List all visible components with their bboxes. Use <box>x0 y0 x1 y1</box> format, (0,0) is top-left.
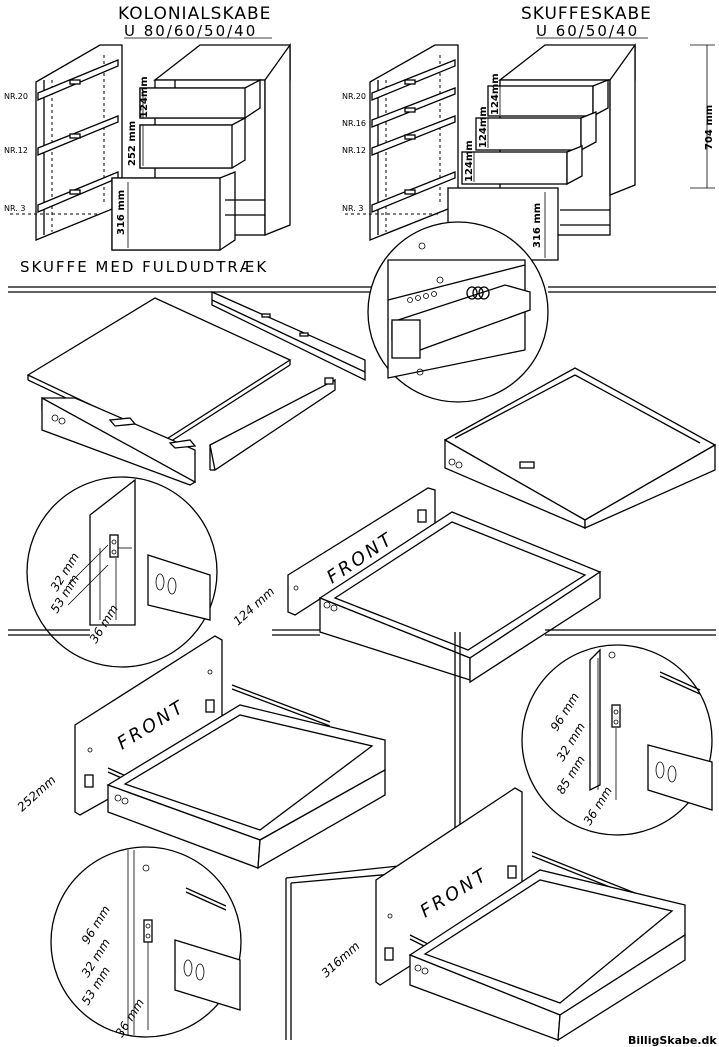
left-nr-20: NR.20 <box>4 92 28 101</box>
drawer-back-panel <box>41 396 197 486</box>
rail-detail-circle <box>367 221 549 403</box>
drawer-316 <box>375 787 686 1042</box>
detail-circle-2 <box>521 644 713 836</box>
right-nr-20: NR.20 <box>342 92 366 101</box>
left-dim-316: 316 mm <box>116 190 127 235</box>
right-dim-124-a: 124mm <box>490 73 501 115</box>
right-subtitle: U 60/50/40 <box>536 22 639 40</box>
left-dim-252: 252 mm <box>127 121 138 166</box>
right-dim-124-c: 124mm <box>464 140 475 182</box>
right-nr-16: NR.16 <box>342 119 366 128</box>
right-nr-12: NR.12 <box>342 146 366 155</box>
left-dim-124: 124mm <box>139 76 150 118</box>
drawer-side-rail-right <box>209 377 336 472</box>
drawer-height-252: 252mm <box>15 773 59 814</box>
left-title: KOLONIALSKABE <box>118 4 271 24</box>
right-nr-3: NR. 3 <box>342 204 363 213</box>
right-cabinet-side-view <box>345 44 459 241</box>
right-dim-316: 316 mm <box>532 203 543 248</box>
assembled-drawer-top <box>443 367 717 530</box>
drawer-height-124: 124 mm <box>231 584 278 628</box>
left-subtitle: U 80/60/50/40 <box>124 22 257 40</box>
drawer-height-316: 316mm <box>319 939 363 980</box>
detail-circle-1 <box>26 476 218 668</box>
drawer-124 <box>287 487 602 684</box>
drawer-252 <box>74 635 386 870</box>
watermark: BilligSkabe.dk <box>628 1034 717 1047</box>
left-nr-3: NR. 3 <box>4 204 25 213</box>
drawer-side-rail-left <box>211 290 366 382</box>
detail-circle-3 <box>50 846 242 1038</box>
right-height-704: 704 mm <box>704 105 715 150</box>
section-header: SKUFFE MED FULDUDTRÆK <box>20 258 268 276</box>
right-title: SKUFFESKABE <box>521 4 652 24</box>
right-dim-124-b: 124mm <box>478 106 489 148</box>
left-cabinet-body <box>111 42 291 251</box>
left-nr-12: NR.12 <box>4 146 28 155</box>
left-cabinet-side-view <box>10 44 123 241</box>
